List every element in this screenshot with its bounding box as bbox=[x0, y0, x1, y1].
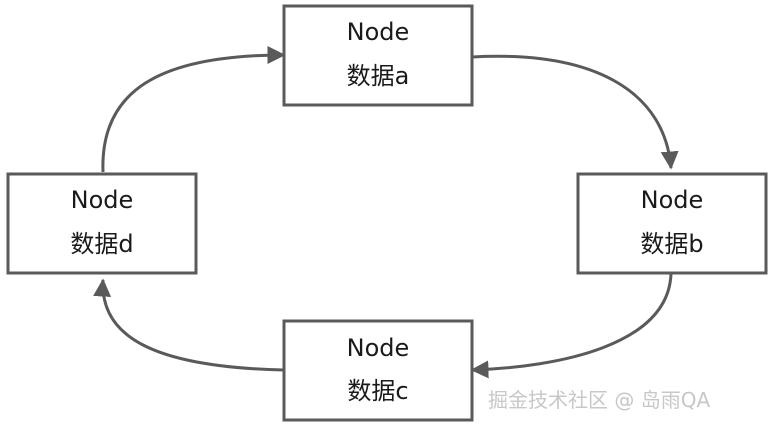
node-c-box bbox=[282, 319, 474, 422]
node-b-title: Node bbox=[641, 186, 704, 214]
node-c-title: Node bbox=[347, 334, 410, 362]
edge-c-to-d bbox=[93, 278, 285, 372]
node-d-label: 数据d bbox=[70, 230, 133, 258]
node-d-title: Node bbox=[71, 186, 134, 214]
edge-d-to-a bbox=[101, 46, 286, 173]
node-c: Node 数据c bbox=[282, 319, 474, 422]
node-b-box bbox=[576, 172, 768, 275]
node-b-label: 数据b bbox=[640, 230, 703, 258]
edge-a-to-b bbox=[471, 54, 679, 170]
node-a-title: Node bbox=[347, 18, 410, 46]
node-c-label: 数据c bbox=[347, 377, 408, 405]
node-d-box bbox=[6, 172, 198, 275]
node-d: Node 数据d bbox=[6, 172, 198, 275]
watermark-text: 掘金技术社区 @ 岛雨QA bbox=[488, 388, 711, 412]
node-b: Node 数据b bbox=[576, 172, 768, 275]
node-a-label: 数据a bbox=[347, 62, 410, 90]
node-a-box bbox=[282, 4, 474, 107]
node-a: Node 数据a bbox=[282, 4, 474, 107]
edge-b-to-c bbox=[470, 273, 673, 379]
